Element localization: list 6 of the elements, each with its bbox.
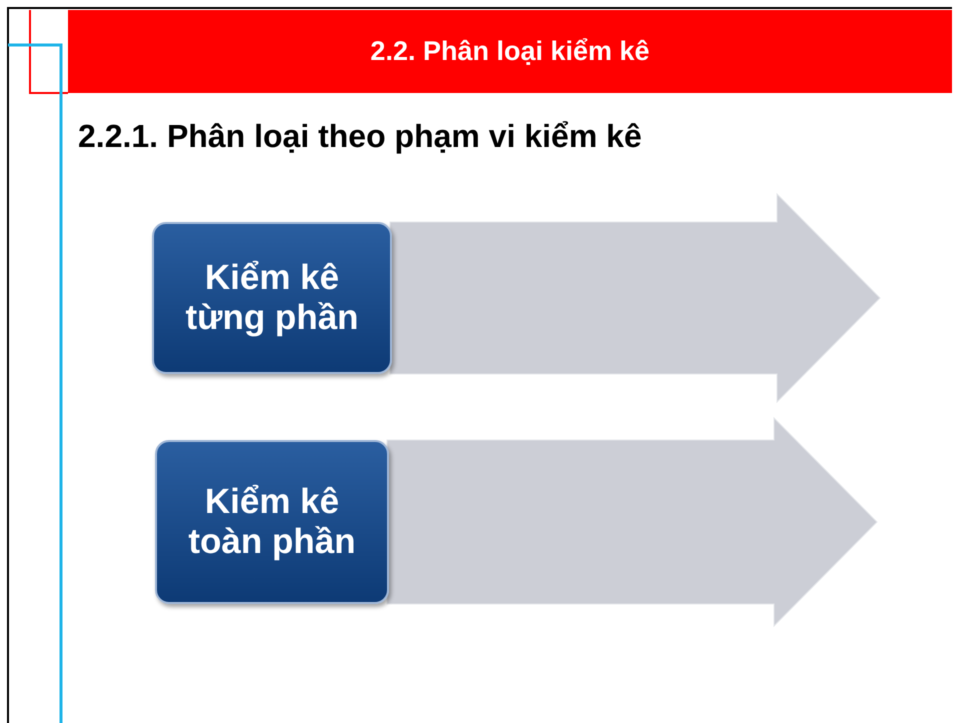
block-arrow [386, 416, 878, 628]
block-arrow [390, 192, 881, 404]
title: 2.2. Phân loại kiểm kê [370, 36, 650, 67]
section-heading: 2.2.1. Phân loại theo phạm vi kiểm kê [78, 118, 642, 155]
label-box: Kiểm kê toàn phần [155, 440, 389, 604]
label-box: Kiểm kê từng phần [152, 222, 392, 374]
